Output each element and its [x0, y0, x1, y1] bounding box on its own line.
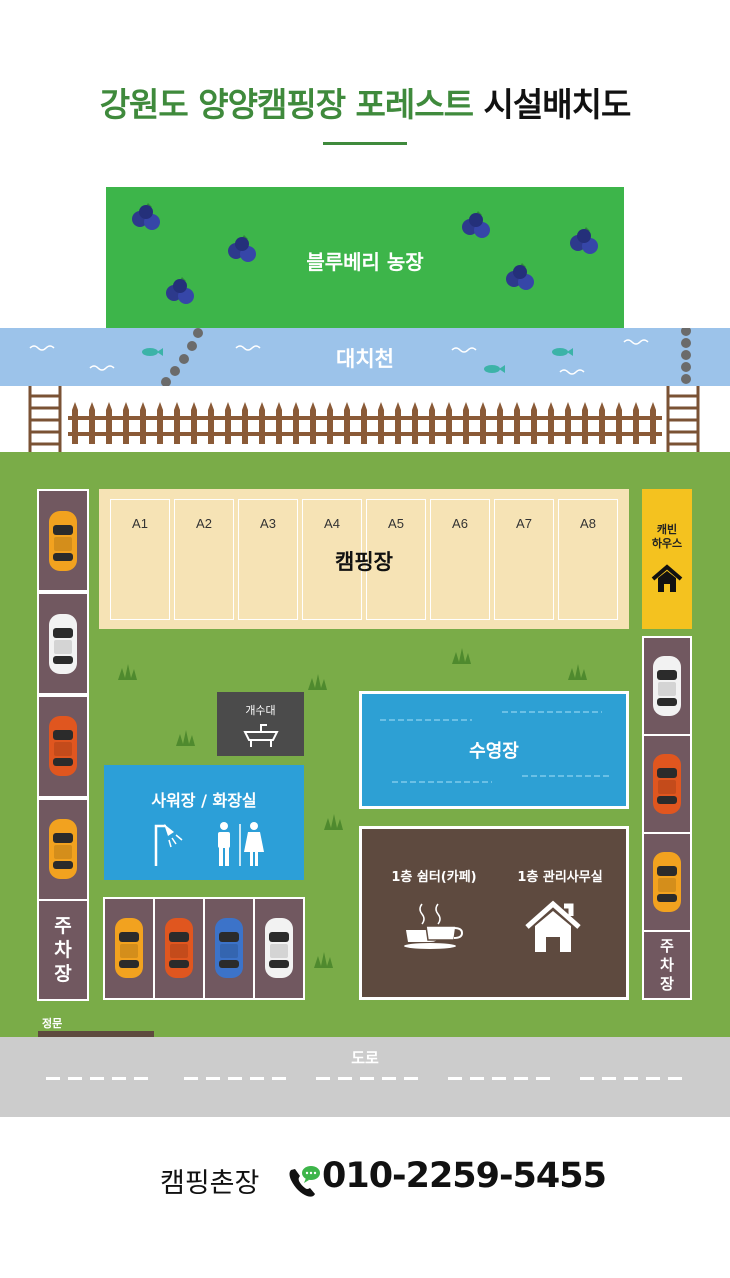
camp-site[interactable]: A1 — [110, 499, 170, 620]
grass-icon — [568, 664, 587, 680]
title-rest: 시설배치도 — [483, 85, 632, 124]
phone-icon[interactable] — [286, 1164, 322, 1198]
coffee-cup-icon — [404, 903, 464, 949]
camping-label: 캠핑장 — [335, 550, 393, 574]
parking-label-left: 주 차 장 — [37, 899, 89, 1001]
cafe-label: 1층 쉼터(카페) — [391, 870, 477, 885]
contact-name: 캠핑촌장 — [160, 1168, 260, 1199]
grass-icon — [314, 952, 333, 968]
blueberry-farm — [106, 187, 624, 332]
cabin-house[interactable] — [642, 489, 692, 629]
house-icon — [651, 564, 683, 592]
blueberry-icons — [132, 203, 598, 304]
farm-label: 블루베리 농장 — [306, 250, 424, 274]
pool-ripples — [380, 711, 612, 783]
wave-icon — [559, 369, 585, 375]
main-gate-label: 정문 — [42, 1017, 63, 1030]
contact-phone[interactable]: 010-2259-5455 — [322, 1156, 607, 1196]
grass-icon — [308, 674, 327, 690]
fence — [28, 386, 700, 452]
road-marking — [46, 1077, 150, 1080]
blueberry-icon — [132, 203, 160, 230]
ladder-left — [28, 386, 62, 452]
blueberry-icon — [570, 227, 598, 254]
swimming-pool[interactable] — [359, 691, 629, 809]
grass-icon — [176, 730, 195, 746]
grass-tufts — [118, 648, 587, 968]
road-marking — [580, 1077, 684, 1080]
road-marking — [316, 1077, 420, 1080]
sink-icon — [243, 724, 279, 747]
road-marking — [448, 1077, 552, 1080]
cabin-label-line1: 캐빈 — [656, 523, 678, 536]
wave-icon — [623, 339, 649, 345]
road-marking — [184, 1077, 288, 1080]
shower-icon — [154, 824, 183, 866]
restroom-icon — [218, 822, 264, 866]
camp-site[interactable]: A4 — [302, 499, 362, 620]
stepping-stones — [161, 328, 691, 386]
wave-icon — [29, 345, 55, 351]
ladder-right — [666, 386, 700, 452]
wave-icon — [451, 347, 477, 353]
title-underline — [323, 142, 407, 145]
stream-label: 대치천 — [336, 347, 394, 371]
management-office-label: 1층 관리사무실 — [517, 870, 603, 885]
cabin-label: 캐빈 하우스 — [642, 523, 692, 551]
parking-label-right: 주 차 장 — [642, 930, 692, 1000]
fish-icon — [552, 348, 573, 356]
camp-site[interactable]: A6 — [430, 499, 490, 620]
title-highlight: 강원도 양양캠핑장 포레스트 — [99, 85, 474, 124]
parking-space — [253, 897, 305, 1000]
shower-restroom[interactable] — [104, 765, 304, 880]
blueberry-icon — [462, 211, 490, 238]
stream — [0, 328, 730, 386]
page-title: 강원도 양양캠핑장 포레스트 시설배치도 — [0, 78, 730, 126]
blueberry-icon — [228, 235, 256, 262]
fish-icon — [142, 348, 163, 356]
wave-icon — [235, 345, 261, 351]
cabin-label-line2: 하우스 — [651, 537, 683, 550]
camping-area — [99, 489, 629, 629]
sink-label: 개수대 — [245, 704, 276, 717]
stream-decor — [29, 328, 691, 386]
camp-site[interactable]: A8 — [558, 499, 618, 620]
camp-site[interactable]: A2 — [174, 499, 234, 620]
grass-icon — [452, 648, 471, 664]
shower-label: 사워장 / 화장실 — [151, 791, 257, 810]
camp-site[interactable]: A5 — [366, 499, 426, 620]
office-building[interactable] — [359, 826, 629, 1000]
house-icon — [525, 900, 581, 952]
camp-site[interactable]: A3 — [238, 499, 298, 620]
wave-icon — [89, 365, 115, 371]
fish-icon — [484, 365, 505, 373]
blueberry-icon — [506, 263, 534, 290]
blueberry-icon — [166, 277, 194, 304]
pool-label: 수영장 — [469, 741, 519, 762]
grass-icon — [118, 664, 137, 680]
grass-icon — [324, 814, 343, 830]
camp-site[interactable]: A7 — [494, 499, 554, 620]
road-label: 도로 — [351, 1049, 379, 1067]
